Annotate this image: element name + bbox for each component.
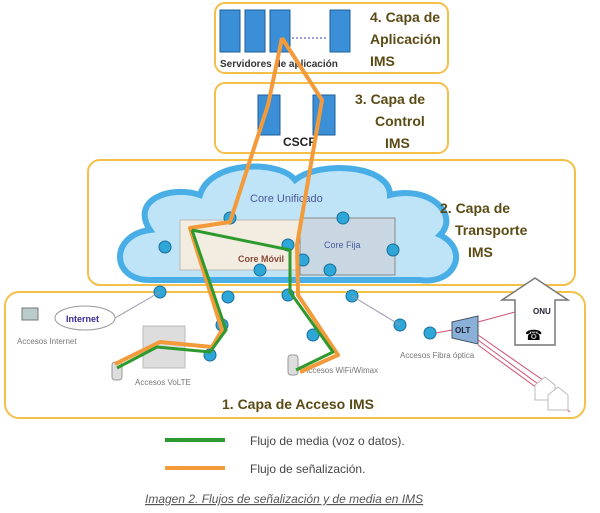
computer-icon [21, 307, 39, 321]
servers-label: Servidores de aplicación [220, 59, 338, 70]
internet-link [114, 291, 161, 319]
fiber-link [351, 295, 401, 326]
onu-label: ONU [533, 307, 551, 316]
layer-app-title-1: 4. Capa de [370, 9, 440, 25]
accesos-volte-label: Accesos VoLTE [135, 378, 191, 387]
accesos-wifi-label: Accesos WiFi/Wimax [303, 366, 378, 375]
accesos-internet-label: Accesos Internet [17, 337, 77, 346]
layer-control-title-1: 3. Capa de [355, 91, 425, 107]
core-unificado-label: Core Unificado [250, 193, 323, 205]
layer-transport-title-3: IMS [468, 244, 493, 260]
telephone-icon: ☎ [525, 327, 542, 343]
core-fija-box [299, 217, 396, 276]
core-movil-label: Core Móvil [238, 254, 284, 264]
legend-media-label: Flujo de media (voz o datos). [250, 434, 405, 448]
figure-caption: Imagen 2. Flujos de señalización y de me… [145, 492, 423, 506]
signaling-flow [114, 36, 340, 374]
olt-label: OLT [455, 326, 471, 335]
layer-control-title-2: Control [375, 113, 425, 129]
layer-control-title-3: IMS [385, 135, 410, 151]
application-servers-icon [219, 9, 351, 53]
core-fija-label: Core Fija [324, 240, 361, 250]
media-flow [116, 228, 335, 372]
olt-icon [451, 315, 479, 345]
layer-transport-title-1: 2. Capa de [440, 200, 510, 216]
internet-label: Internet [66, 314, 99, 324]
house-icon [499, 277, 571, 346]
legend-signaling-label: Flujo de señalización. [250, 462, 365, 476]
cscf-label: CSCF [283, 135, 316, 149]
layer-access-title: 1. Capa de Acceso IMS [222, 396, 374, 412]
wifi-phone-icon [287, 354, 299, 376]
houses-icon [534, 376, 569, 411]
layer-app-title-3: IMS [370, 53, 395, 69]
accesos-fibra-label: Accesos Fibra óptica [400, 351, 475, 360]
layer-transport-title-2: Transporte [455, 222, 528, 238]
layer-app-title-2: Aplicación [370, 31, 441, 47]
